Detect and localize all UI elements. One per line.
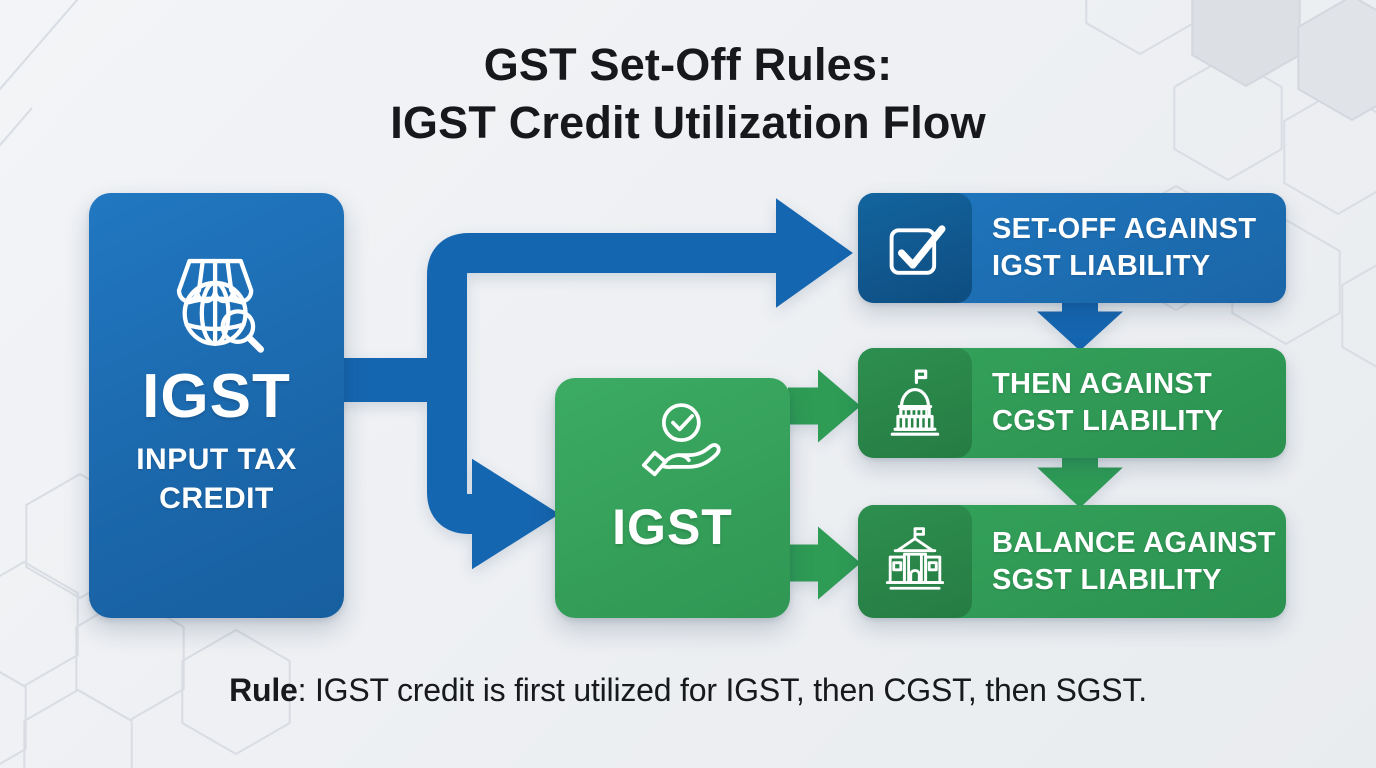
step3-icon-tile <box>858 505 972 618</box>
step2-icon-tile <box>858 348 972 458</box>
step1-label-line2: IGST LIABILITY <box>992 250 1211 282</box>
step-cgst-liability: THEN AGAINST CGST LIABILITY <box>858 348 1286 458</box>
step1-icon-tile <box>858 193 972 303</box>
arrow-to-igst-liability <box>776 198 853 308</box>
igst-credit-box: IGST <box>555 378 790 618</box>
step3-label-line2: SGST LIABILITY <box>992 563 1222 596</box>
step-igst-liability: SET-OFF AGAINST IGST LIABILITY <box>858 193 1286 303</box>
capitol-building-icon <box>890 369 940 436</box>
step1-label-line1: SET-OFF AGAINST <box>992 213 1257 245</box>
page-title-line1: GST Set-Off Rules: <box>483 39 893 90</box>
arrow-cgst-to-sgst <box>1037 467 1123 508</box>
step2-label-line2: CGST LIABILITY <box>992 405 1224 437</box>
arrow-igstbox-to-cgst <box>818 369 861 443</box>
rule-text: : IGST credit is first utilized for IGST… <box>297 672 1148 708</box>
page-title-line2: IGST Credit Utilization Flow <box>390 97 986 148</box>
government-building-icon <box>885 526 945 590</box>
rule-footnote: Rule: IGST credit is first utilized for … <box>0 672 1376 709</box>
arrow-igst-to-cgst <box>1036 311 1124 351</box>
step2-label-line1: THEN AGAINST <box>992 368 1213 400</box>
source-acronym: IGST <box>142 362 291 431</box>
intermediate-acronym: IGST <box>612 499 733 555</box>
step-sgst-liability: BALANCE AGAINST SGST LIABILITY <box>858 505 1286 618</box>
hand-offering-check-icon <box>641 403 721 477</box>
step3-label-line1: BALANCE AGAINST <box>992 526 1276 559</box>
arrow-igstbox-to-sgst <box>818 526 861 600</box>
rule-label: Rule <box>229 672 298 708</box>
page-title: GST Set-Off Rules: IGST Credit Utilizati… <box>0 36 1376 152</box>
checkbox-check-icon <box>889 225 946 275</box>
arrow-to-igst-box <box>472 458 560 570</box>
source-label-line1: INPUT TAX <box>136 443 297 476</box>
source-label-line2: CREDIT <box>159 482 274 515</box>
igst-input-tax-credit-box: IGST INPUT TAX CREDIT <box>89 193 344 618</box>
globe-storefront-search-icon <box>176 258 264 353</box>
